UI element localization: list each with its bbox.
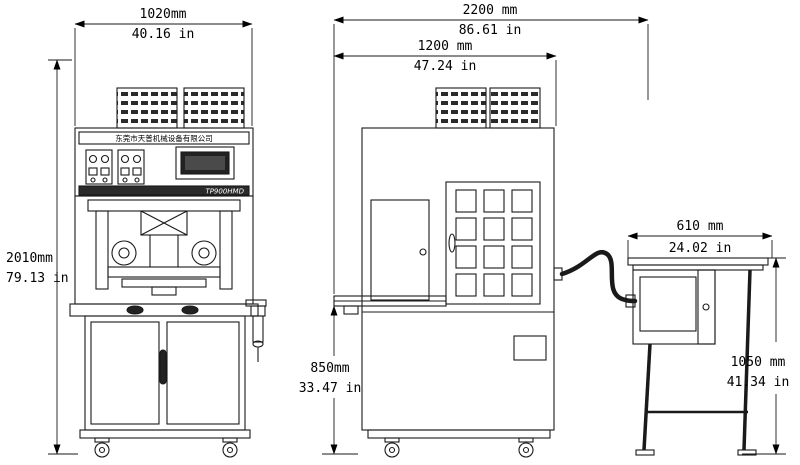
dim-infeed-height: 850mm 33.47 in bbox=[299, 305, 362, 455]
outfeed-table-view: 610 mm 24.02 in 1050 mm 41.34 in bbox=[627, 219, 790, 456]
side-door bbox=[370, 199, 430, 301]
infeed-height-mm-label: 850mm bbox=[310, 361, 349, 376]
table-height-mm-label: 1050 mm bbox=[731, 355, 786, 370]
side-vent-hood bbox=[435, 87, 541, 129]
front-view: 东莞市天普机械设备有限公司 bbox=[6, 7, 267, 458]
control-box-right bbox=[117, 149, 145, 185]
front-height-mm-label: 2010mm bbox=[6, 251, 53, 266]
table-width-in-label: 24.02 in bbox=[669, 241, 732, 256]
dim-overall-width: 2200 mm 86.61 in bbox=[333, 3, 649, 294]
side-view: 2200 mm 86.61 in 1200 mm 47.24 in 850mm … bbox=[299, 3, 649, 458]
vacuum-hose bbox=[553, 249, 638, 308]
cabinet bbox=[84, 315, 246, 431]
tunnel-box bbox=[632, 269, 716, 345]
table-stand bbox=[635, 269, 757, 456]
electrical-box bbox=[513, 335, 547, 361]
model-label: TP900HMD bbox=[205, 188, 244, 196]
table-width-mm-label: 610 mm bbox=[677, 219, 724, 234]
control-box-left bbox=[85, 149, 113, 185]
table-platform bbox=[627, 257, 769, 271]
dim-body-width: 1200 mm 47.24 in bbox=[333, 39, 557, 126]
overall-width-mm-label: 2200 mm bbox=[463, 3, 518, 18]
work-deck bbox=[69, 303, 259, 317]
overall-width-in-label: 86.61 in bbox=[459, 23, 522, 38]
front-width-in-label: 40.16 in bbox=[132, 27, 195, 42]
infeed-height-in-label: 33.47 in bbox=[299, 381, 362, 396]
air-filter-unit bbox=[245, 299, 267, 362]
dim-table-height: 1050 mm 41.34 in bbox=[727, 257, 790, 455]
front-width-mm-label: 1020mm bbox=[140, 7, 187, 22]
table-height-in-label: 41.34 in bbox=[727, 375, 790, 390]
brand-label: 东莞市天普机械设备有限公司 bbox=[115, 133, 213, 143]
side-base-casters bbox=[367, 429, 551, 458]
body-width-mm-label: 1200 mm bbox=[418, 39, 473, 54]
front-base-casters bbox=[79, 429, 251, 458]
press-assembly bbox=[74, 195, 254, 305]
display-screen bbox=[175, 146, 235, 180]
model-strip bbox=[78, 185, 250, 196]
tooling-window bbox=[445, 181, 541, 305]
front-vent-hood bbox=[116, 87, 245, 129]
front-height-in-label: 79.13 in bbox=[6, 271, 69, 286]
side-body bbox=[361, 127, 555, 431]
cabinet-handle bbox=[159, 349, 167, 385]
dim-table-width: 610 mm 24.02 in bbox=[627, 219, 773, 258]
dim-front-height: 2010mm 79.13 in bbox=[6, 59, 78, 455]
body-width-in-label: 47.24 in bbox=[414, 59, 477, 74]
infeed-conveyor bbox=[333, 295, 554, 315]
dim-front-width: 1020mm 40.16 in bbox=[74, 7, 253, 126]
front-control-panel: 东莞市天普机械设备有限公司 bbox=[74, 127, 254, 197]
